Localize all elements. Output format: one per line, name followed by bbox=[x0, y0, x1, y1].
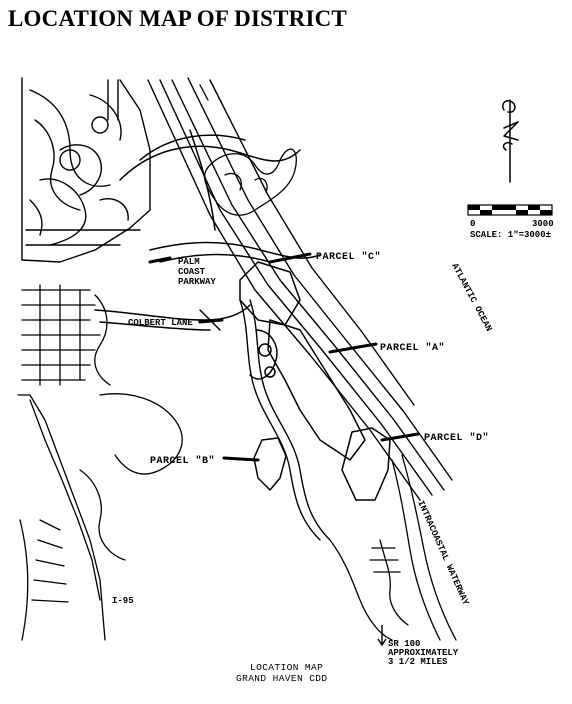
colbert-lane-label: COLBERT LANE bbox=[128, 318, 193, 328]
parcel-b-boundary bbox=[253, 437, 287, 491]
subdivision-southwest bbox=[17, 393, 183, 641]
north-arrow-icon bbox=[501, 99, 519, 183]
atlantic-ocean-label: ATLANTIC OCEAN bbox=[449, 262, 493, 333]
parcel-leaders bbox=[148, 252, 420, 462]
i95-label: I-95 bbox=[112, 596, 134, 606]
highway-corridor bbox=[147, 77, 453, 501]
scale-bar bbox=[467, 204, 553, 216]
sr100-label-2: APPROXIMATELY bbox=[388, 648, 459, 658]
scale-zero-label: 0 bbox=[470, 219, 475, 229]
palm-coast-parkway-label-2: COAST bbox=[178, 267, 206, 277]
caption-line-1: LOCATION MAP bbox=[250, 662, 323, 673]
parcel-d-boundary bbox=[341, 427, 391, 501]
parcel-b-label: PARCEL "B" bbox=[150, 455, 215, 467]
waterway-banks bbox=[329, 454, 457, 641]
palm-coast-parkway-label-1: PALM bbox=[178, 257, 200, 267]
intracoastal-waterway-label: INTRACOASTAL WATERWAY bbox=[415, 499, 471, 607]
golf-course bbox=[199, 84, 297, 216]
palm-coast-parkway-label-3: PARKWAY bbox=[178, 277, 216, 287]
developed-area-north bbox=[21, 77, 151, 263]
sr100-label-3: 3 1/2 MILES bbox=[388, 657, 448, 667]
sr100-label-1: SR 100 bbox=[388, 639, 420, 649]
sr100-arrow-icon bbox=[377, 625, 387, 647]
scale-max-label: 3000 bbox=[532, 219, 554, 229]
parcel-a-label: PARCEL "A" bbox=[380, 342, 445, 354]
page-title: LOCATION MAP OF DISTRICT bbox=[8, 6, 347, 31]
parcel-a-boundary bbox=[249, 319, 366, 461]
parcel-d-label: PARCEL "D" bbox=[424, 432, 489, 444]
caption-line-2: GRAND HAVEN CDD bbox=[236, 673, 328, 684]
parcel-c-label: PARCEL "C" bbox=[316, 251, 381, 263]
subdivision-west bbox=[21, 284, 111, 386]
central-road bbox=[239, 299, 331, 541]
parcel-c-boundary bbox=[239, 261, 301, 326]
scale-text: SCALE: 1"=3000± bbox=[470, 230, 551, 240]
